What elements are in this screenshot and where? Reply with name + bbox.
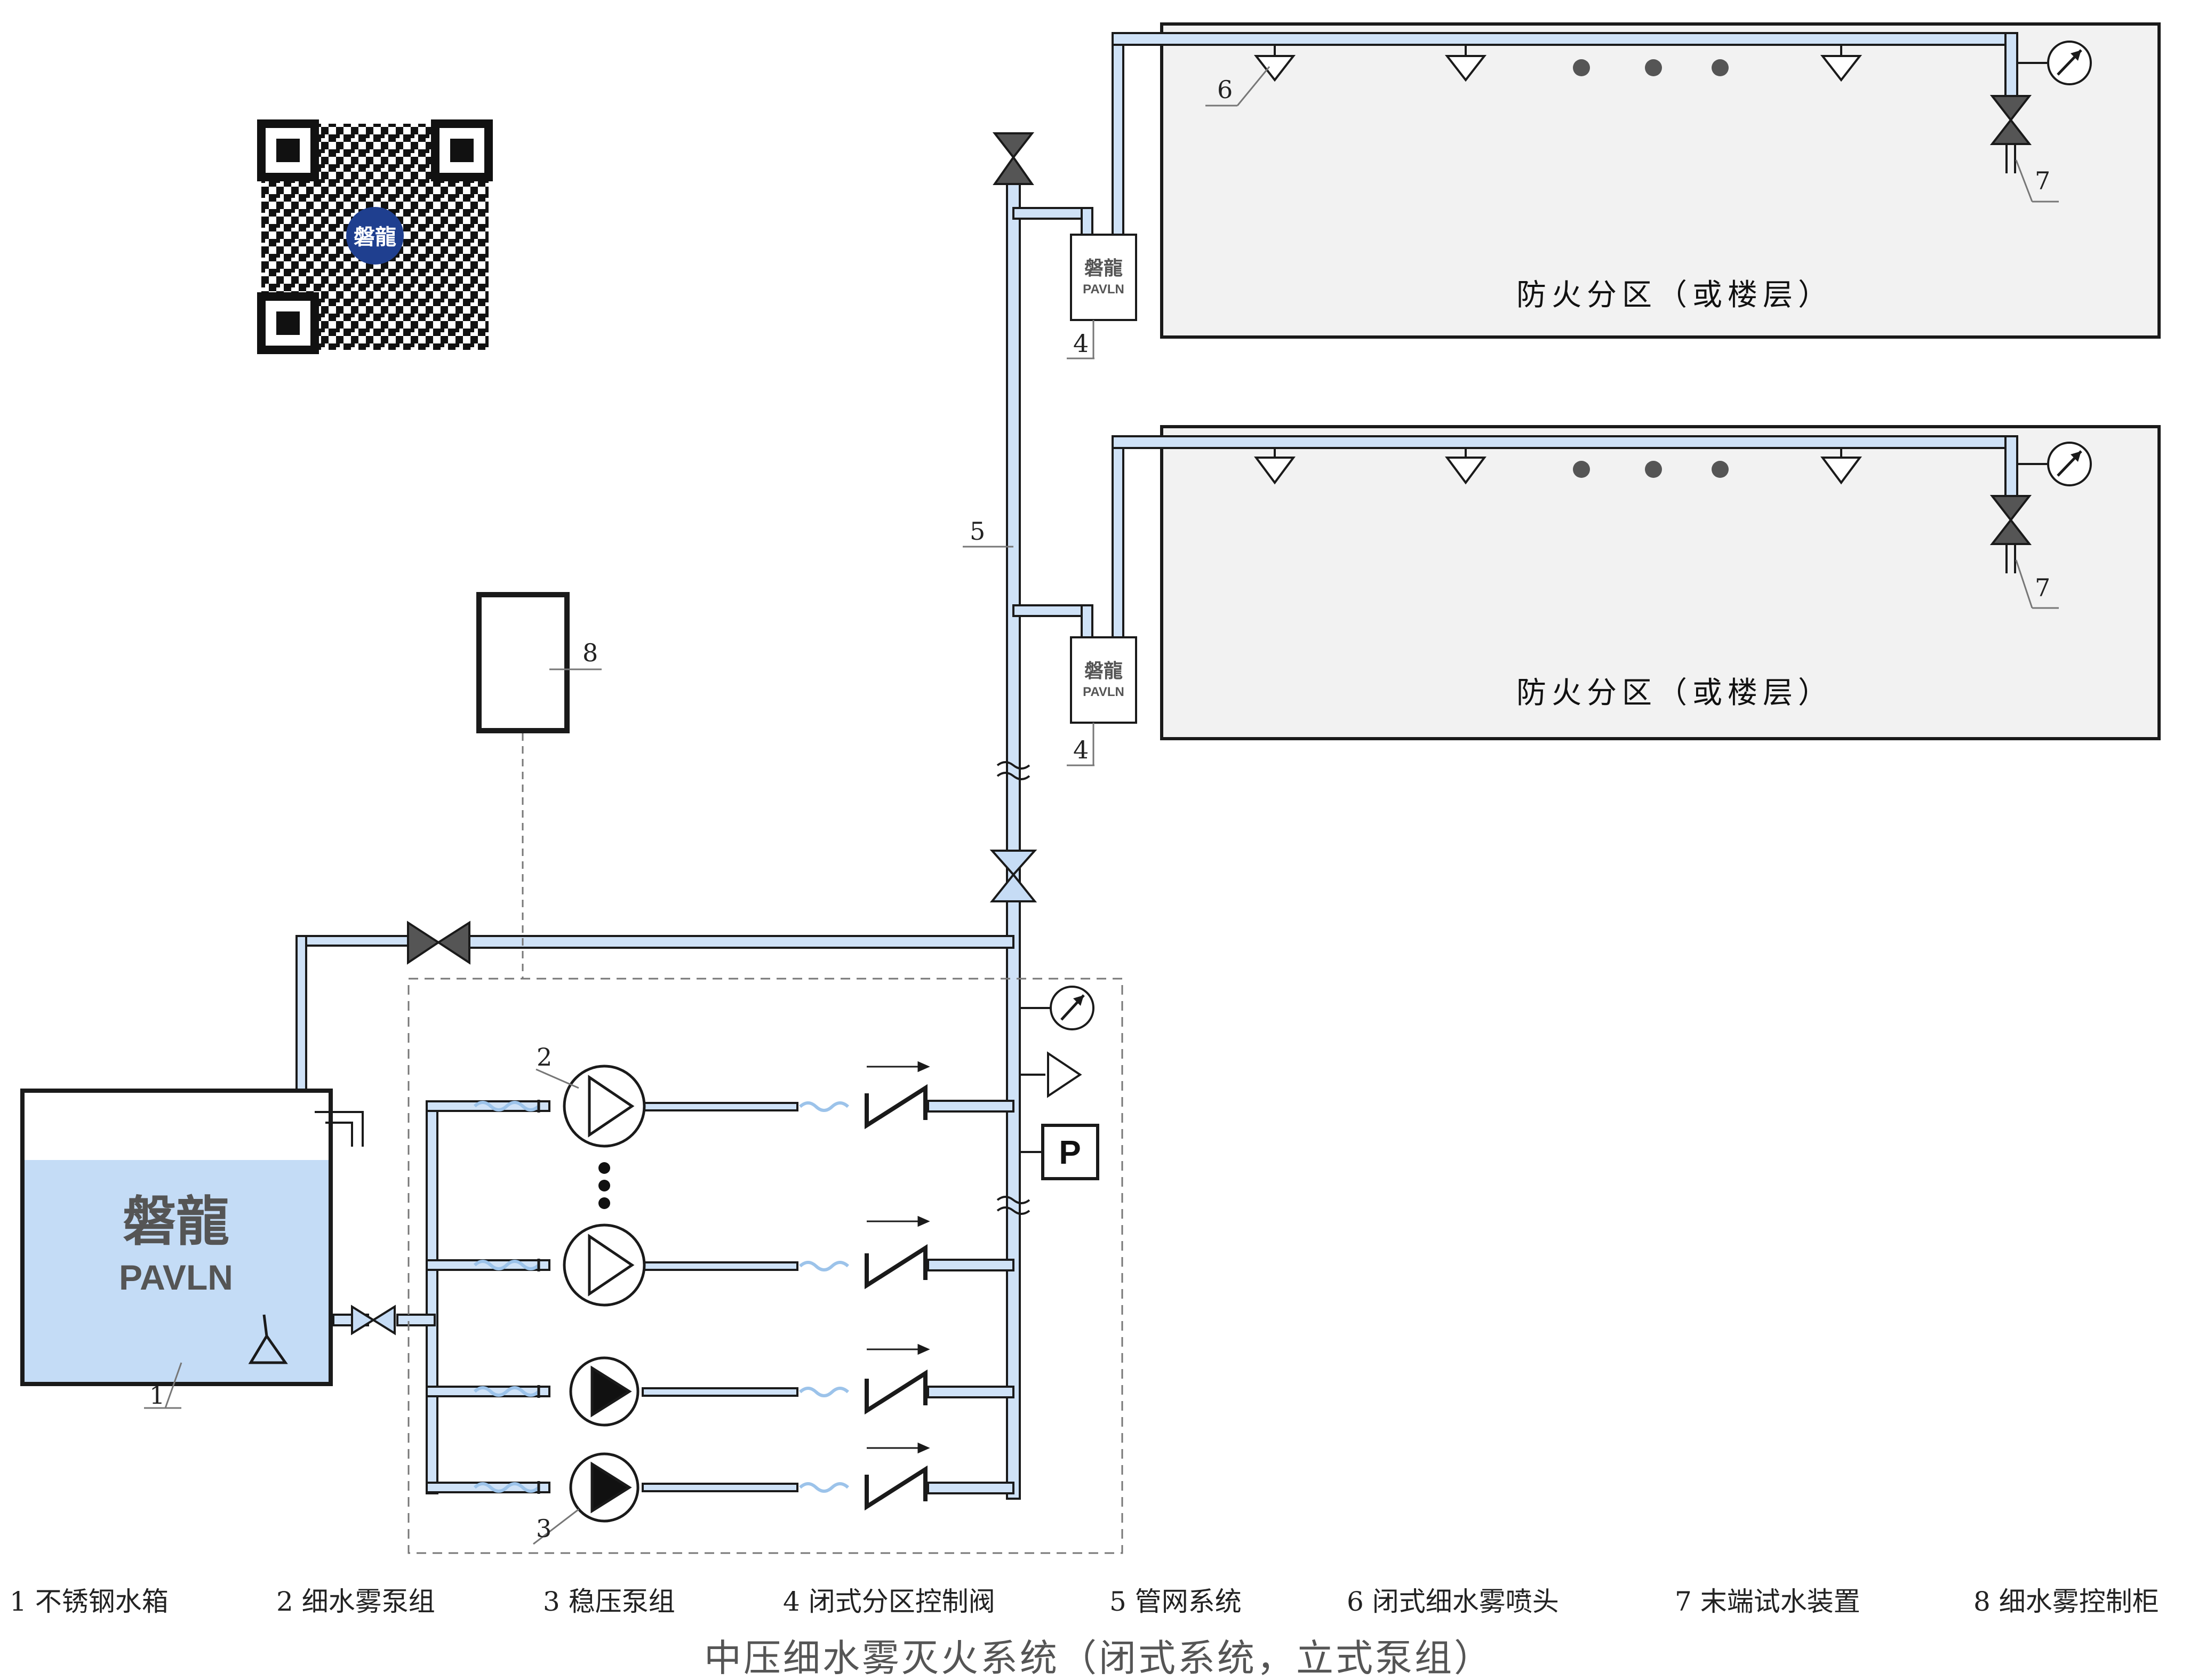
end-test-upper: 7 (1989, 41, 2092, 203)
valve-unit-brand-en: PAVLN (1083, 282, 1124, 297)
legend-item-8: 8 细水雾控制柜 (1973, 1586, 2159, 1617)
check-valves (865, 1084, 928, 1511)
qr-logo-text: 磐龍 (354, 225, 396, 250)
pump-skid-boundary (407, 978, 1123, 1554)
legend-item-6: 6 闭式细水雾喷头 (1347, 1586, 1559, 1617)
qr-logo-badge (346, 207, 404, 265)
fire-zone-lower: 防火分区（或楼层） (1160, 425, 2161, 740)
riser-main-valve (989, 850, 1037, 902)
zone-valve-upper: 磐龍 PAVLN 4 (1067, 234, 1137, 359)
main-feed-pipe (458, 935, 1014, 949)
callout-3-text: 3 (536, 1514, 552, 1543)
callout-5-text: 5 (970, 517, 985, 546)
water-tank: 磐龍 PAVLN 1 (20, 1089, 364, 1410)
zone-valve-lower: 磐龍 PAVLN 4 (1067, 636, 1137, 766)
legend-item-7: 7 末端试水装置 (1675, 1586, 1860, 1617)
riser-pipe (1006, 180, 1021, 1500)
qr-code: 磐龍 (257, 119, 493, 354)
callout-2: 2 (535, 1043, 579, 1089)
callout-6-text: 6 (1217, 75, 1233, 104)
legend-item-2: 2 细水雾泵组 (276, 1586, 435, 1617)
nozzles-upper (1253, 45, 1863, 82)
nozzles-lower (1254, 448, 1862, 485)
valve-unit-brand-en: PAVLN (1083, 685, 1124, 699)
relief-nozzle-icon (1047, 1051, 1082, 1098)
legend-item-1: 1 不锈钢水箱 (10, 1586, 169, 1617)
diagram-title: 中压细水雾灭火系统（闭式系统，立式泵组） (704, 1636, 1493, 1680)
callout-7-lower: 7 (2035, 573, 2050, 602)
callout-1: 1 (149, 1381, 165, 1410)
valve-unit-brand-cn: 磐龍 (1084, 258, 1123, 279)
callout-4-lower: 4 (1073, 735, 1089, 764)
check-valve-arrows (867, 1061, 930, 1454)
callout-4-upper: 4 (1073, 329, 1089, 358)
legend-item-3: 3 稳压泵组 (543, 1586, 675, 1617)
return-valve (407, 921, 470, 965)
callout-6: 6 (1205, 66, 1270, 107)
control-cabinet: 8 (476, 592, 602, 979)
break-marks (996, 761, 1030, 1215)
discharge-instruments: P (1020, 986, 1099, 1180)
tank-brand-cn: 磐龍 (123, 1190, 229, 1253)
callout-8: 8 (582, 638, 598, 667)
callout-3: 3 (533, 1508, 579, 1545)
pressure-switch-icon (1041, 1124, 1099, 1180)
legend-item-5: 5 管网系统 (1109, 1586, 1242, 1617)
pipe-network (268, 32, 2018, 1500)
riser-top-valve (992, 132, 1035, 185)
fire-zone-upper: 防火分区（或楼层） (1160, 22, 2161, 339)
zone-label-lower: 防火分区（或楼层） (1516, 676, 1833, 710)
flex-connectors (473, 1101, 850, 1493)
legend: 1 不锈钢水箱 2 细水雾泵组 3 稳压泵组 4 闭式分区控制阀 5 管网系统 … (10, 1586, 2159, 1617)
pressure-switch-label: P (1059, 1134, 1081, 1171)
pumps (537, 1065, 646, 1523)
callout-7-upper: 7 (2035, 166, 2050, 195)
tank-brand-en: PAVLN (119, 1258, 233, 1297)
zone-label-upper: 防火分区（或楼层） (1516, 278, 1833, 313)
suction-valve (351, 1305, 396, 1335)
callout-2-text: 2 (537, 1043, 552, 1071)
callout-5: 5 (963, 517, 1013, 548)
end-test-lower: 7 (1989, 442, 2092, 609)
legend-item-4: 4 闭式分区控制阀 (783, 1586, 995, 1617)
valve-unit-brand-cn: 磐龍 (1084, 660, 1123, 682)
